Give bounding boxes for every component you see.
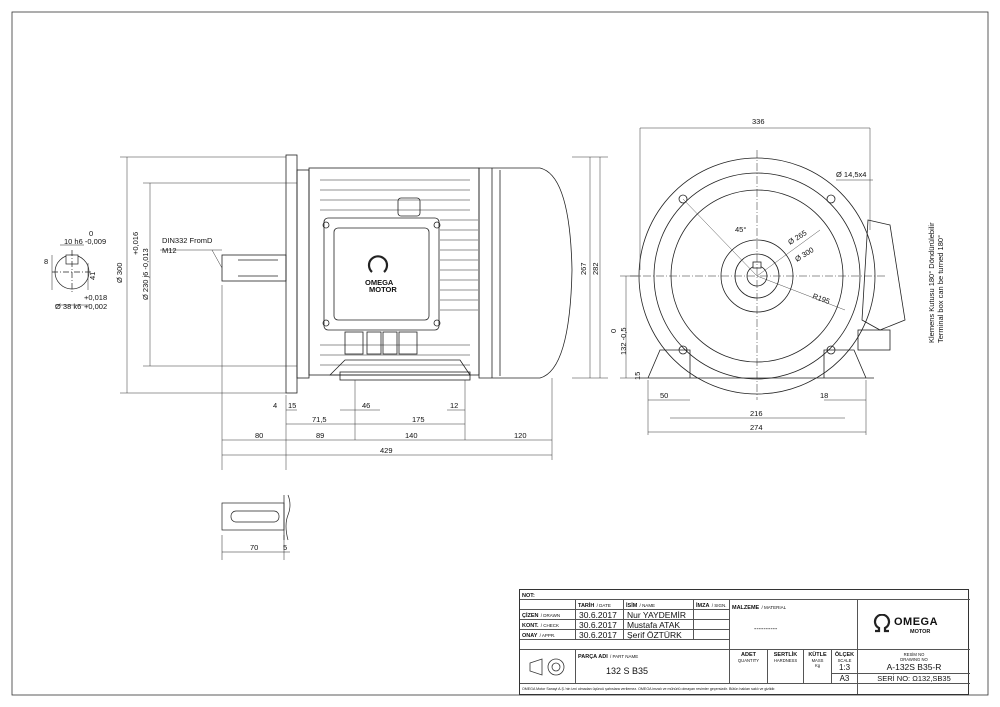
row-date-appr: 30.6.2017 — [576, 630, 624, 640]
shaft-detail — [221, 494, 291, 560]
dim-holes: Ø 14,5x4 — [836, 170, 866, 179]
dim-b18: 18 — [820, 391, 828, 400]
side-dimension-text: Ø 300 +0,016 Ø 230 j6 -0,013 267 282 DIN… — [115, 232, 600, 455]
part-name-cell: PARÇA ADI / PART NAME 132 S B35 — [576, 650, 730, 684]
dim-b216: 216 — [750, 409, 763, 418]
dim-12: 12 — [450, 401, 458, 410]
shaft-key-top: 0 — [89, 229, 93, 238]
shaft-length: 70 — [250, 543, 258, 552]
terminal-note-en: Terminal box can be turned 180° — [936, 235, 945, 343]
dim-h0: 0 — [609, 329, 618, 333]
nameplate-brand: OMEGA — [365, 278, 394, 287]
drawing-no: A-132S B35-R — [886, 662, 942, 672]
dim-15: 15 — [288, 401, 296, 410]
shaft-key-depth: 41 — [88, 272, 97, 280]
qty-cell: ADET QUANTITY — [730, 650, 768, 684]
front-dimension-text: 336 Ø 14,5x4 45° Ø 265 Ø 300 R195 0 132 … — [609, 117, 945, 432]
hardness-cell: SERTLİK HARDNESS — [768, 650, 804, 684]
projection-symbol-icon — [529, 658, 565, 676]
sheet-border — [11, 11, 989, 696]
dim-height-267: 267 — [579, 262, 588, 275]
shaft-tol-2: +0,002 — [84, 302, 107, 311]
thread-size: M12 — [162, 246, 177, 255]
header-date: TARİH / DATE — [576, 600, 624, 610]
omega-logo-icon — [873, 614, 891, 633]
part-icon — [520, 650, 576, 684]
material-cell: MALZEME / MATERIAL ---------- — [730, 600, 858, 650]
thread-standard: DIN332 FromD — [162, 236, 213, 245]
footer-note: OMEGA Motor Sanayi A.Ş.'nin izni olmadan… — [520, 684, 858, 694]
dim-175: 175 — [412, 415, 425, 424]
dim-spigot-dia: Ø 230 j6 -0,013 — [141, 248, 150, 300]
dim-4: 4 — [273, 401, 277, 410]
row-label-appr: ONAY / APPR. — [520, 630, 576, 640]
company-logo: OMEGA MOTOR — [858, 600, 970, 650]
dim-80: 80 — [255, 431, 263, 440]
terminal-note-tr: Klemens Kutusu 180° Döndürülebilir — [927, 222, 936, 343]
drawing-no-cell: RESİM NO DRAWING NO A-132S B35-R — [858, 650, 970, 674]
dim-d300: Ø 300 — [793, 245, 815, 263]
dim-b50: 50 — [660, 391, 668, 400]
dim-h132: 132 -0,5 — [619, 327, 628, 355]
row-sign-check — [694, 620, 730, 630]
row-date-drawn: 30.6.2017 — [576, 610, 624, 620]
scale-cell: ÖLÇEK SCALE 1:3 — [832, 650, 858, 674]
shaft-length-2: 5 — [283, 543, 287, 552]
row-label-drawn: ÇİZEN / DRAWN — [520, 610, 576, 620]
dim-89: 89 — [316, 431, 324, 440]
dim-height-282: 282 — [591, 262, 600, 275]
dim-h15: 15 — [633, 372, 642, 380]
dim-b274: 274 — [750, 423, 763, 432]
material-value: ---------- — [754, 626, 778, 633]
row-sign-drawn — [694, 610, 730, 620]
dim-140: 140 — [405, 431, 418, 440]
dim-71-5: 71,5 — [312, 415, 327, 424]
row-date-check: 30.6.2017 — [576, 620, 624, 630]
front-dimension-lines — [620, 127, 873, 435]
part-name: 132 S B35 — [606, 666, 649, 676]
front-view — [630, 150, 906, 400]
shaft-tol-1: +0,018 — [84, 293, 107, 302]
shaft-key-width: 10 h6 -0,009 — [64, 237, 106, 246]
header-sign: İMZA / SIGN. — [694, 600, 730, 610]
dim-flange-dia: Ø 300 — [115, 263, 124, 283]
mass-cell: KÜTLE MASS Kg — [804, 650, 832, 684]
row-name-appr: Şerif ÖZTÜRK — [624, 630, 694, 640]
dim-120: 120 — [514, 431, 527, 440]
shaft-section — [51, 244, 92, 306]
dim-angle: 45° — [735, 225, 746, 234]
dim-429: 429 — [380, 446, 393, 455]
sheet-size: A3 — [832, 674, 858, 684]
shaft-dia: Ø 38 k6 — [55, 302, 81, 311]
shaft-section-text: 0 10 h6 -0,009 8 41 +0,018 Ø 38 k6 +0,00… — [44, 229, 107, 311]
serial-no: SERİ NO: Ω132,SB35 — [858, 674, 970, 684]
row-name-drawn: Nur YAYDEMİR — [624, 610, 694, 620]
nameplate-sub: MOTOR — [369, 285, 397, 294]
shaft-key-height: 8 — [44, 257, 48, 266]
row-label-check: KONT. / CHECK — [520, 620, 576, 630]
notes-row: NOT: — [520, 590, 970, 600]
side-dimension-lines — [120, 156, 608, 470]
dim-d265: Ø 265 — [786, 228, 808, 246]
side-view — [221, 154, 573, 394]
dim-spigot-tol: +0,016 — [131, 232, 140, 255]
header-name: İSİM / NAME — [624, 600, 694, 610]
title-block: NOT: TARİH / DATE İSİM / NAME İMZA / SIG… — [519, 589, 970, 695]
row-name-check: Mustafa ATAK — [624, 620, 694, 630]
dim-46: 46 — [362, 401, 370, 410]
dim-r195: R195 — [811, 291, 831, 306]
nameplate-logo: OMEGA MOTOR — [365, 255, 397, 294]
dim-336: 336 — [752, 117, 765, 126]
row-sign-appr — [694, 630, 730, 640]
